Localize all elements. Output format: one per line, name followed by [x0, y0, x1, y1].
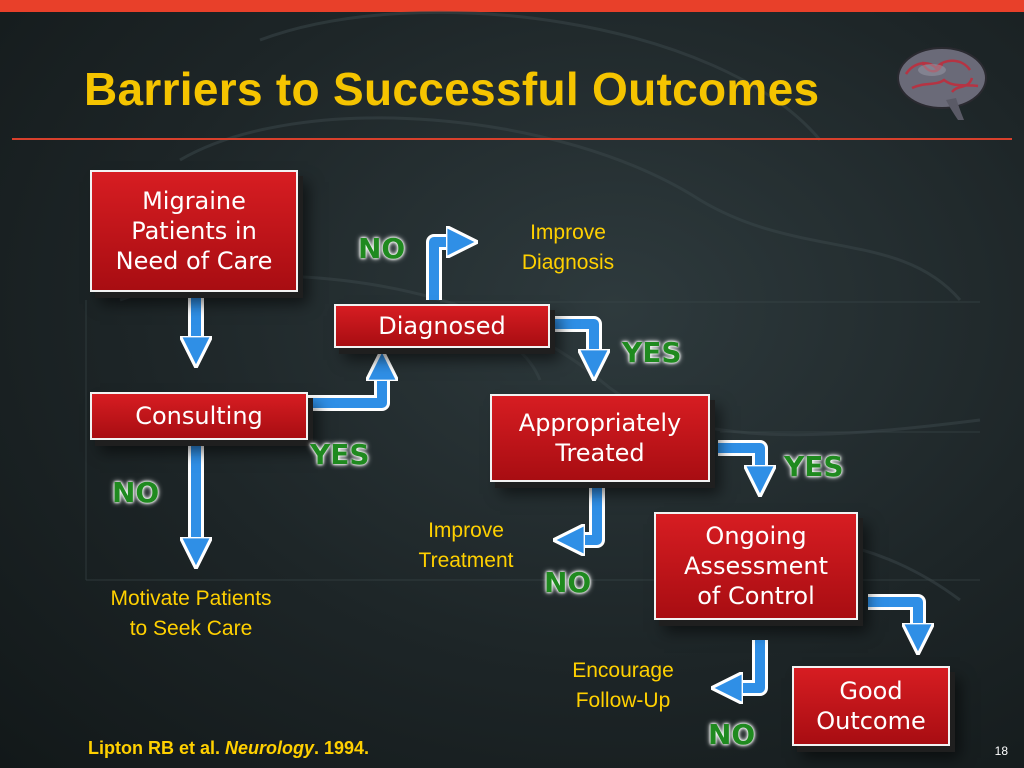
arrow-treated-yes — [718, 443, 760, 484]
label-yes-diagnosed: YES — [622, 336, 682, 369]
citation-journal: Neurology — [225, 738, 315, 758]
note-encourage-follow-up: Encourage Follow-Up — [572, 659, 674, 712]
arrow-ongoing-yes — [868, 597, 918, 642]
citation-year: . 1994. — [314, 738, 370, 758]
label-yes-treated: YES — [784, 450, 844, 483]
slide-title: Barriers to Successful Outcomes — [84, 63, 820, 115]
title-divider — [12, 138, 1012, 140]
citation-authors: Lipton RB et al. — [88, 738, 225, 758]
top-accent-bar — [0, 0, 1024, 12]
arrow-ongoing-no — [724, 640, 765, 688]
box-good-outcome: Good Outcome — [792, 666, 950, 746]
citation: Lipton RB et al. Neurology. 1994. — [88, 738, 369, 759]
box-migraine-patients: Migraine Patients in Need of Care — [90, 170, 298, 292]
label-no-treated: NO — [544, 566, 592, 599]
arrow-diagnosed-yes — [548, 319, 594, 368]
arrow-diagnosed-no — [429, 242, 465, 300]
label-yes-consulting: YES — [310, 438, 370, 471]
brain-icon — [897, 47, 987, 120]
box-diagnosed: Diagnosed — [334, 304, 550, 348]
label-no-consulting: NO — [112, 476, 160, 509]
note-improve-diagnosis: Improve Diagnosis — [521, 221, 615, 274]
label-no-diagnosed: NO — [358, 232, 406, 265]
box-consulting: Consulting — [90, 392, 308, 440]
note-motivate-patients: Motivate Patients to Seek Care — [110, 587, 272, 640]
arrow-consulting-yes — [304, 362, 382, 408]
label-no-ongoing: NO — [708, 718, 756, 751]
arrow-treated-no — [566, 486, 602, 540]
page-number: 18 — [994, 744, 1008, 758]
box-appropriately-treated: Appropriately Treated — [490, 394, 710, 482]
box-ongoing-assessment: Ongoing Assessment of Control — [654, 512, 858, 620]
note-improve-treatment: Improve Treatment — [418, 519, 514, 572]
